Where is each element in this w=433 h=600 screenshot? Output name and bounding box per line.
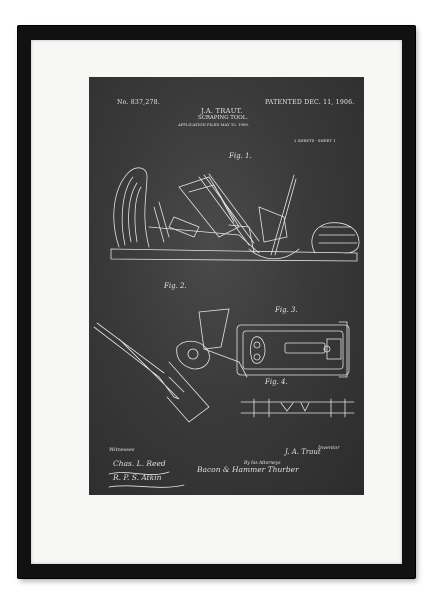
inventor-name-heading: J.A. TRAUT. (201, 107, 243, 115)
inventor-signature: J. A. Traut (285, 448, 321, 456)
sheet-count: 2 SHEETS - SHEET 1 (294, 138, 336, 143)
fig1-label: Fig. 1. (229, 152, 252, 160)
patent-chalkboard-print: No. 837,278. PATENTED DEC. 11, 1906. J.A… (89, 77, 364, 495)
attorneys-label: By his Attorneys (244, 461, 281, 466)
patent-drawing (93, 167, 360, 488)
witness-signature-2: R. P. S. Atkin (113, 473, 162, 482)
invention-title: SCRAPING TOOL. (198, 115, 248, 121)
signature-underline-1 (108, 471, 170, 475)
fig4-label: Fig. 4. (265, 378, 288, 386)
attorney-signature: Bacon & Hammer Thurber (197, 465, 299, 474)
patent-date: PATENTED DEC. 11, 1906. (265, 99, 355, 106)
patent-number: No. 837,278. (117, 99, 160, 106)
fig2-scraper-drawing (93, 308, 248, 423)
signature-underline-2 (108, 484, 185, 488)
witnesses-label: Witnesses (109, 447, 135, 453)
fig4-section-drawing (240, 398, 355, 418)
fig3-top-view-drawing (236, 321, 350, 378)
application-date: APPLICATION FILED MAY 10, 1906. (178, 122, 249, 127)
witness-signature-1: Chas. L. Reed (113, 459, 166, 468)
inventor-label: Inventor (318, 445, 340, 451)
fig1-plane-drawing (110, 167, 360, 262)
fig2-label: Fig. 2. (164, 282, 187, 290)
fig3-label: Fig. 3. (275, 306, 298, 314)
